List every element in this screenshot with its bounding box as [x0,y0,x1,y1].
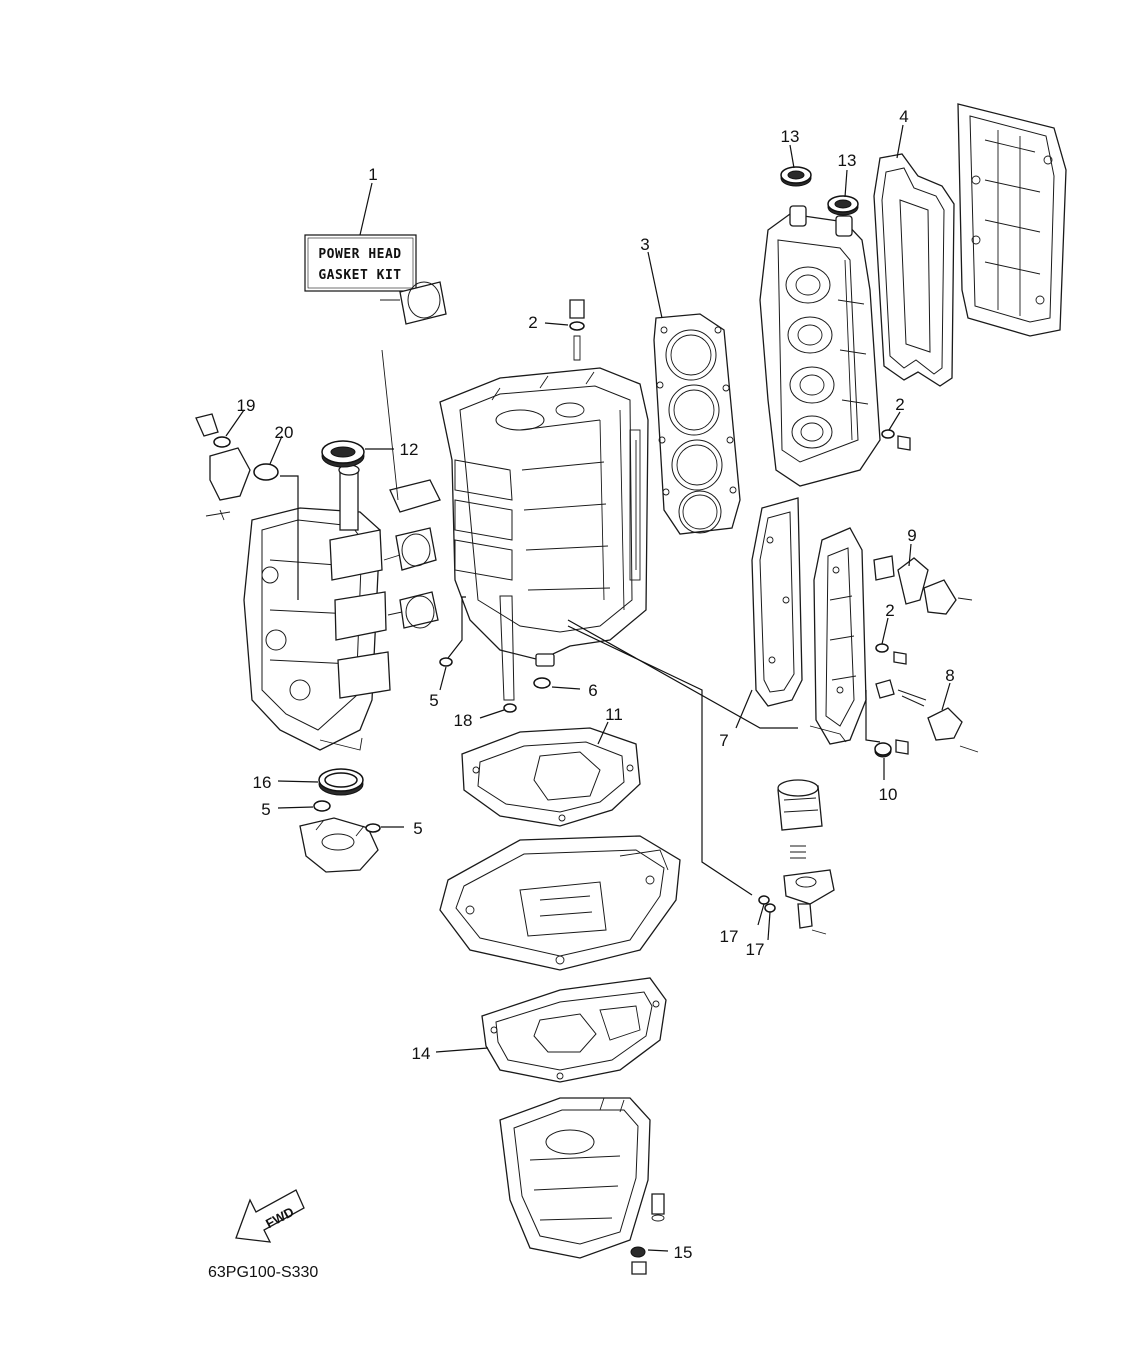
oil-seal-16 [277,768,364,796]
drain-plug-15 [630,1193,669,1275]
oil-filter-assembly [757,779,835,941]
callout-12: 12 [400,440,419,459]
exhaust-guide-gasket [435,977,667,1083]
plug-ring-10 [865,690,909,780]
thermostat-cover-left [195,409,299,600]
callout-10: 10 [879,785,898,804]
callout-2-head: 2 [895,395,904,414]
cylinder-head [759,205,881,487]
callout-9: 9 [907,526,916,545]
callout-3: 3 [640,235,649,254]
cylinder-head-cover [957,103,1067,337]
exhaust-guide [439,835,681,971]
callout-6: 6 [588,681,597,700]
callout-17-a: 17 [720,927,739,946]
callout-1: 1 [368,165,377,184]
callout-2-cover: 2 [885,601,894,620]
crankshaft-oil-seal [321,440,394,468]
callout-14: 14 [412,1044,431,1063]
callout-11: 11 [605,705,623,724]
o-ring-5-mid [277,800,331,812]
callout-19: 19 [237,396,256,415]
thermostat-right [873,543,973,615]
callout-20: 20 [275,423,294,442]
callout-2-top: 2 [528,313,537,332]
crankshaft-pistons [329,281,447,699]
callout-18: 18 [454,711,473,730]
diagram-code: 63PG100-S330 [208,1264,318,1281]
gasket-kit-label: POWER HEAD GASKET KIT [304,182,417,292]
callout-4: 4 [899,107,908,126]
cylinder-block [439,367,649,661]
callout-15: 15 [674,1243,693,1262]
exhaust-cover-gasket [735,497,803,729]
callout-5-upper: 5 [429,691,438,710]
oil-strainer-tube [479,595,517,719]
oil-pan-upper-gasket [461,721,641,827]
forward-arrow-icon: FWD [235,1189,305,1243]
bolt-mid-right [875,617,907,665]
camshaft-oil-seal-2 [827,169,859,216]
pressure-control-valve [875,679,979,753]
callout-8: 8 [945,666,954,685]
callout-16: 16 [253,773,272,792]
callout-7: 7 [719,731,728,750]
callout-13-a: 13 [781,127,800,146]
cylinder-head-gasket [647,251,741,535]
o-ring-5-upper [439,657,453,691]
callout-13-b: 13 [838,151,857,170]
kit-label-line1: POWER HEAD [318,247,401,262]
head-bolt-right [881,411,911,451]
head-cover-gasket [873,124,955,387]
callout-5-lower: 5 [413,819,422,838]
drain-plug-6 [533,653,581,690]
upper-case [499,1097,651,1259]
kit-label-line2: GASKET KIT [318,268,401,283]
bolt-top [544,299,585,361]
callout-5-mid: 5 [261,800,270,819]
exhaust-cover [809,527,867,745]
water-pump-housing [299,817,404,873]
callout-17-b: 17 [746,940,765,959]
camshaft-oil-seal-1 [780,144,812,187]
